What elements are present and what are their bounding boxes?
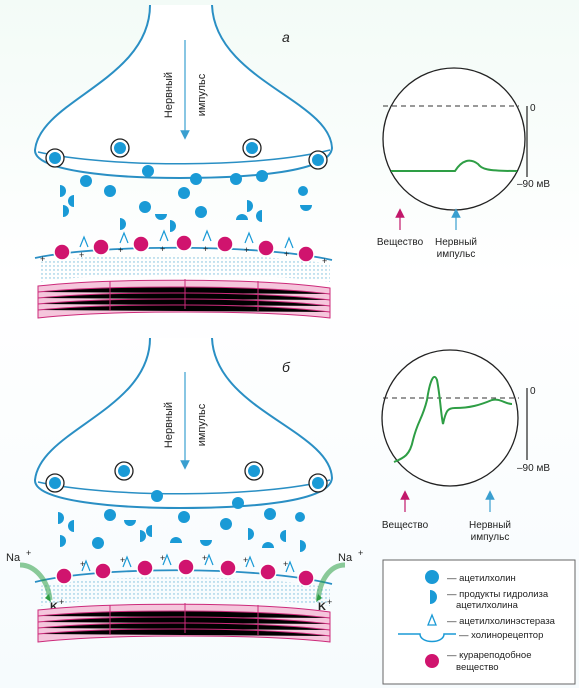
svg-text:+: + [284,249,289,259]
svg-text:+: + [202,553,207,563]
na-left-plus: + [26,548,31,558]
legend: — ацетилхолин — продукты гидролиза ацети… [383,560,575,684]
nerve-label-b2: импульс [471,532,510,543]
svg-text:+: + [160,553,165,563]
endplate-b [40,577,330,606]
mv-label-a: –90 мВ [517,179,550,190]
muscle-fiber-b [38,603,330,642]
na-label-left: Na [6,552,21,564]
substance-label-b: Вещество [382,520,429,531]
impulse-label-b1: Нервный [163,402,175,448]
svg-text:+: + [80,559,85,569]
na-right-plus: + [358,548,363,558]
svg-text:+: + [322,256,327,266]
legend-label-1b: ацетилхолина [456,600,519,611]
svg-text:+: + [79,250,84,260]
svg-text:+: + [118,245,123,255]
nerve-label-b1: Нервный [469,520,511,531]
legend-label-0: — ацетилхолин [447,573,516,584]
zero-label-b: 0 [530,386,536,397]
panel-a-letter: а [282,29,290,45]
impulse-label-a2: импульс [196,73,208,116]
svg-text:+: + [40,254,45,264]
svg-text:+: + [160,244,165,254]
oscilloscope-a: 0 –90 мВ Вещество Нервный импульс [377,68,550,260]
acetylcholine-icon [425,570,439,584]
legend-label-4b: вещество [456,662,499,673]
panel-a: а Нервный импульс [35,5,550,318]
legend-label-4a: — курареподобное [447,650,531,661]
svg-text:+: + [203,244,208,254]
svg-text:+: + [120,555,125,565]
nerve-label-a2: импульс [437,249,476,260]
muscle-fiber-a [38,279,330,318]
nerve-label-a1: Нервный [435,237,477,248]
panel-b-letter: б [282,359,291,375]
legend-label-2: — ацетилхолинэстераза [447,616,556,627]
legend-label-3: — холинорецептор [459,630,543,641]
impulse-label-a1: Нервный [163,72,175,118]
na-label-right: Na [338,552,353,564]
svg-text:+: + [244,245,249,255]
oscilloscope-b: 0 –90 мВ Вещество Нервный импульс [382,350,550,543]
k-right-plus: + [327,597,332,607]
mv-label-b: –90 мВ [517,463,550,474]
impulse-label-b2: импульс [196,403,208,446]
zero-label-a: 0 [530,103,536,114]
substance-label-a: Вещество [377,237,424,248]
legend-label-1a: — продукты гидролиза [447,589,549,600]
k-left-plus: + [59,597,64,607]
curare-like-substance-icon [425,654,439,668]
svg-text:+: + [283,559,288,569]
svg-text:+: + [243,555,248,565]
